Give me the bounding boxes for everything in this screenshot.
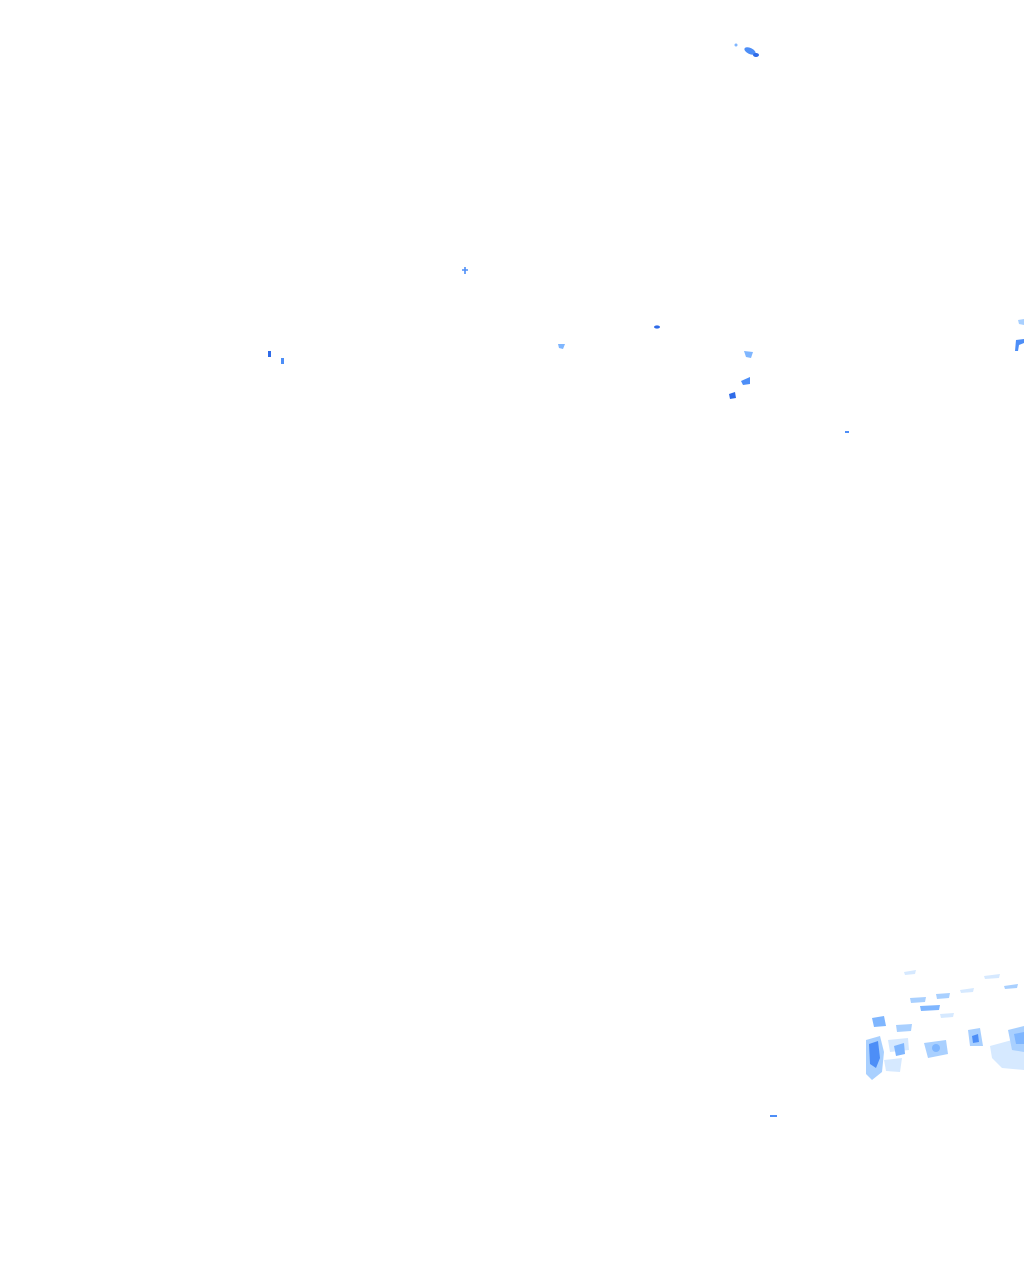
echo-cell bbox=[1018, 319, 1024, 325]
echo-region bbox=[894, 1043, 905, 1056]
echo-cell bbox=[770, 1115, 777, 1117]
echo-cell bbox=[744, 351, 753, 358]
echo-region bbox=[904, 970, 916, 975]
echo-region bbox=[940, 1013, 954, 1018]
echo-region bbox=[1004, 984, 1018, 989]
echo-region bbox=[984, 974, 1000, 979]
echo-region bbox=[972, 1034, 979, 1043]
echo-band-lower-right bbox=[866, 970, 1024, 1080]
echo-region bbox=[884, 1058, 902, 1072]
echo-cell bbox=[741, 377, 750, 385]
echo-region bbox=[872, 1016, 886, 1027]
echo-cell bbox=[558, 344, 565, 349]
echo-region bbox=[910, 997, 926, 1003]
echo-region bbox=[920, 1005, 940, 1011]
echo-region bbox=[869, 1041, 880, 1068]
echo-region bbox=[1014, 1032, 1024, 1044]
echo-scattered-cells bbox=[268, 267, 1024, 1117]
echo-cell bbox=[1015, 339, 1024, 351]
echo-cell bbox=[729, 392, 736, 399]
echo-cell bbox=[268, 351, 271, 357]
echo-cell bbox=[281, 358, 284, 364]
echo-cell bbox=[462, 267, 468, 274]
echo-cell bbox=[845, 431, 849, 433]
echo-region bbox=[960, 988, 974, 993]
echo-cell bbox=[734, 43, 738, 47]
echo-region bbox=[932, 1044, 940, 1052]
echo-cluster-top bbox=[734, 43, 759, 57]
echo-region bbox=[936, 993, 950, 999]
echo-cell bbox=[654, 325, 660, 329]
echo-cell bbox=[753, 53, 759, 57]
echo-cell bbox=[744, 47, 756, 55]
echo-region bbox=[896, 1024, 912, 1032]
